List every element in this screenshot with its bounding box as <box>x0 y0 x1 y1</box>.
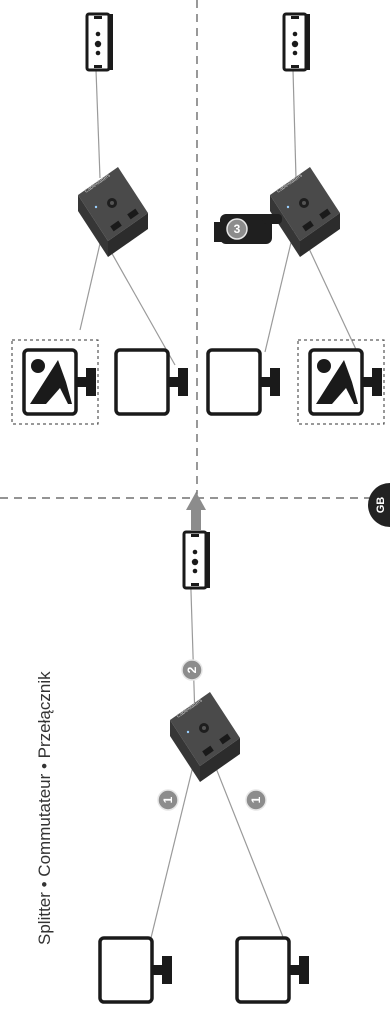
pointing-hand-icon: 3 <box>214 214 282 244</box>
section-dividers <box>0 0 390 498</box>
top-right-section: CableMatters 3 <box>208 14 384 424</box>
caption: Splitter • Commutateur • Przełącznik <box>35 671 54 945</box>
monitor-icon <box>237 938 309 1002</box>
step-badge: 1 <box>158 790 178 810</box>
bottom-section: CableMatters 1 1 2 <box>100 492 309 1002</box>
svg-text:GB: GB <box>375 497 387 514</box>
language-badge: GB <box>368 483 390 527</box>
monitor-icon <box>100 938 172 1002</box>
step-badge: 3 <box>234 222 241 236</box>
hdmi-switch-box-icon: CableMatters <box>270 167 340 257</box>
svg-text:2: 2 <box>185 666 199 673</box>
hdmi-switch-box-icon: CableMatters <box>170 692 240 782</box>
picture-icon <box>12 340 98 424</box>
monitor-icon <box>208 350 280 414</box>
monitor-icon <box>116 350 188 414</box>
svg-text:1: 1 <box>161 796 175 803</box>
step-badge: 1 <box>246 790 266 810</box>
step-badge: 2 <box>182 660 202 680</box>
media-player-icon <box>284 14 310 70</box>
top-left-section: CableMatters <box>12 14 188 424</box>
media-player-icon <box>184 532 210 588</box>
media-player-icon <box>87 14 113 70</box>
hdmi-switch-box-icon: CableMatters <box>78 167 148 257</box>
picture-icon <box>298 340 384 424</box>
svg-text:1: 1 <box>249 796 263 803</box>
